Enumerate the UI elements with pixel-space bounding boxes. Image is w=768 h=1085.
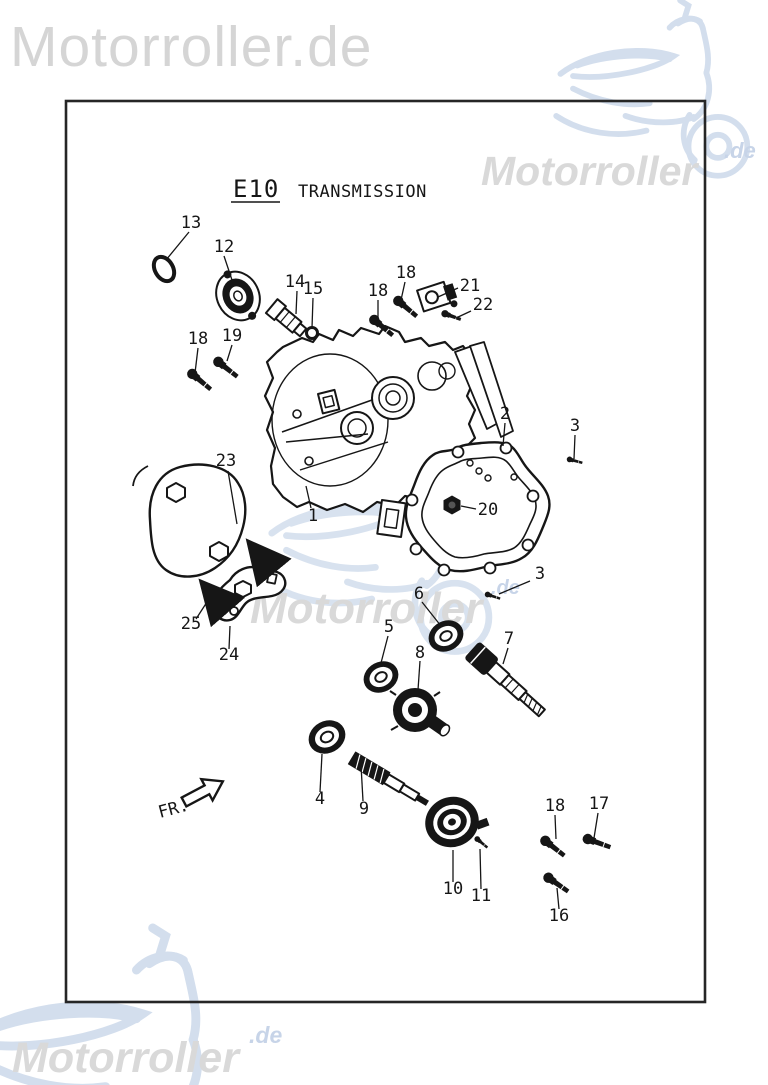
leader-line-15 — [311, 297, 314, 329]
part-16-bolt — [540, 869, 572, 897]
part-20-nut — [443, 495, 461, 515]
part-11-bolt — [472, 834, 490, 851]
part-21-switch — [416, 280, 458, 313]
part-label-16: 16 — [549, 906, 569, 926]
part-22-pin — [439, 308, 463, 324]
part-label-18: 18 — [396, 263, 416, 283]
part-17-bolt — [580, 831, 613, 853]
part-25-bolt-arrow — [198, 578, 245, 628]
watermark-brand-bottomleft: Motorroller — [12, 1034, 239, 1082]
leader-line-6 — [421, 601, 442, 627]
part-label-15: 15 — [303, 279, 323, 299]
part-label-25: 25 — [181, 614, 201, 634]
parts-artwork — [132, 254, 613, 897]
part-label-6: 6 — [414, 584, 424, 604]
leader-line-18 — [400, 281, 406, 301]
title-block: E10 TRANSMISSION — [231, 175, 427, 203]
watermark-de-topright: .de — [724, 138, 756, 163]
part-3-pin-b — [483, 590, 502, 602]
leader-line-13 — [165, 231, 190, 261]
leader-line-21 — [437, 287, 459, 298]
part-label-21: 21 — [460, 276, 480, 296]
part-label-10: 10 — [443, 879, 463, 899]
leader-line-3 — [498, 580, 531, 595]
leader-line-4 — [319, 753, 323, 793]
part-18-bolt-c — [184, 366, 215, 394]
part-4-bearing — [308, 720, 346, 754]
part-5-bearing — [363, 661, 399, 693]
part-label-11: 11 — [471, 886, 491, 906]
leader-line-18 — [194, 347, 199, 374]
leader-line-14 — [295, 290, 298, 315]
diagram-title: TRANSMISSION — [298, 182, 427, 202]
part-label-17: 17 — [589, 794, 609, 814]
part-label-18: 18 — [368, 281, 388, 301]
leader-line-9 — [360, 764, 364, 802]
leader-line-17 — [593, 812, 599, 839]
leader-line-19 — [226, 344, 233, 362]
dowel-arrow-upper — [245, 538, 292, 588]
part-label-2: 2 — [500, 404, 510, 424]
part-label-4: 4 — [315, 789, 325, 809]
part-label-14: 14 — [285, 272, 305, 292]
leader-line-3 — [573, 434, 576, 460]
leader-line-12 — [223, 255, 234, 284]
part-9-shaft — [347, 751, 429, 806]
part-label-1: 1 — [308, 506, 318, 526]
part-label-18: 18 — [188, 329, 208, 349]
part-6-bearing — [428, 620, 464, 652]
part-8-gear — [389, 688, 451, 737]
leader-line-5 — [380, 635, 389, 664]
part-10-gear — [425, 796, 490, 848]
leader-line-18 — [554, 814, 557, 840]
part-label-3: 3 — [570, 416, 580, 436]
part-19-bolt — [210, 354, 241, 382]
part-label-24: 24 — [219, 645, 239, 665]
leader-line-24 — [228, 625, 231, 650]
fr-arrow-icon — [180, 777, 225, 809]
watermark-brand-topright: Motorroller — [481, 148, 698, 194]
leader-line-16 — [556, 887, 560, 910]
leader-line-2 — [502, 422, 506, 447]
part-label-8: 8 — [415, 643, 425, 663]
part-12-bearing — [215, 270, 261, 322]
watermark-de-bottomleft: .de — [249, 1022, 283, 1048]
diagram-code: E10 — [233, 175, 279, 203]
part-label-19: 19 — [222, 326, 242, 346]
part-label-7: 7 — [504, 629, 514, 649]
part-14-bushing — [264, 298, 308, 338]
part-label-20: 20 — [478, 500, 498, 520]
part-label-5: 5 — [384, 617, 394, 637]
watermark-topleft-text: Motorroller.de — [10, 15, 373, 79]
part-13-oring — [151, 254, 177, 284]
part-23-cover — [132, 463, 247, 578]
part-7-shaft — [465, 642, 546, 718]
leader-line-7 — [502, 647, 509, 665]
leader-line-22 — [455, 310, 472, 319]
part-2-gasket — [404, 441, 551, 577]
part-label-23: 23 — [216, 451, 236, 471]
fr-direction: FR. — [156, 777, 225, 823]
leader-line-20 — [460, 505, 477, 510]
diagram-border — [64, 99, 707, 1004]
part-label-18: 18 — [545, 796, 565, 816]
part-label-3: 3 — [535, 564, 545, 584]
part-label-22: 22 — [473, 295, 493, 315]
part-label-12: 12 — [214, 237, 234, 257]
part-18-bolt-d — [537, 833, 568, 861]
leader-line-8 — [417, 660, 421, 691]
leader-line-25 — [195, 601, 208, 620]
leader-line-23 — [227, 470, 238, 525]
leader-line-11 — [479, 848, 482, 890]
leader-line-1 — [305, 485, 312, 509]
part-label-13: 13 — [181, 213, 201, 233]
part-18-bolt-b — [390, 293, 421, 321]
part-24-bracket — [211, 566, 287, 622]
part-label-9: 9 — [359, 799, 369, 819]
watermark-de-center: .de — [491, 577, 520, 599]
